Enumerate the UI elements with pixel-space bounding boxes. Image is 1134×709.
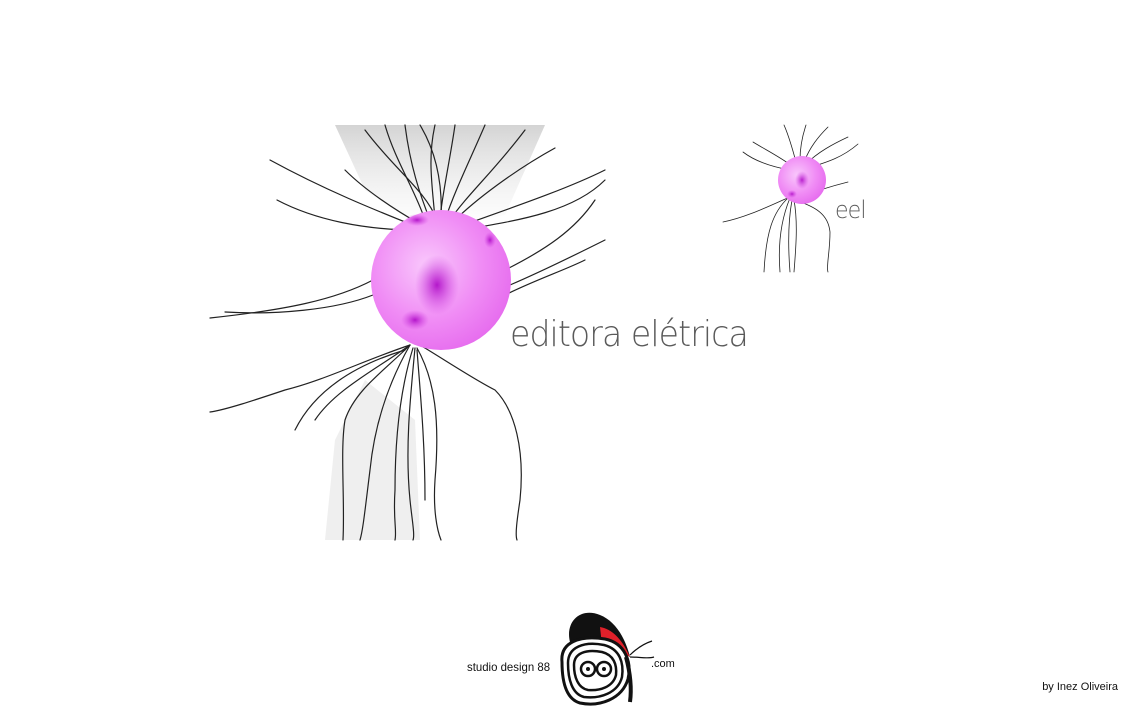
- studio-name: studio design 88: [467, 660, 551, 674]
- editora-eletrica-label: editora elétrica: [510, 314, 749, 355]
- editora-eletrica-thumbnail: [722, 124, 859, 273]
- sphere-core: [415, 255, 459, 315]
- editora-eletrica-artwork: [209, 124, 606, 541]
- thumbnail-label: eel: [835, 196, 866, 224]
- domain-suffix: .com: [651, 658, 675, 670]
- butterfly-88-icon[interactable]: [460, 603, 690, 709]
- author-credit: by Inez Oliveira: [1042, 681, 1118, 693]
